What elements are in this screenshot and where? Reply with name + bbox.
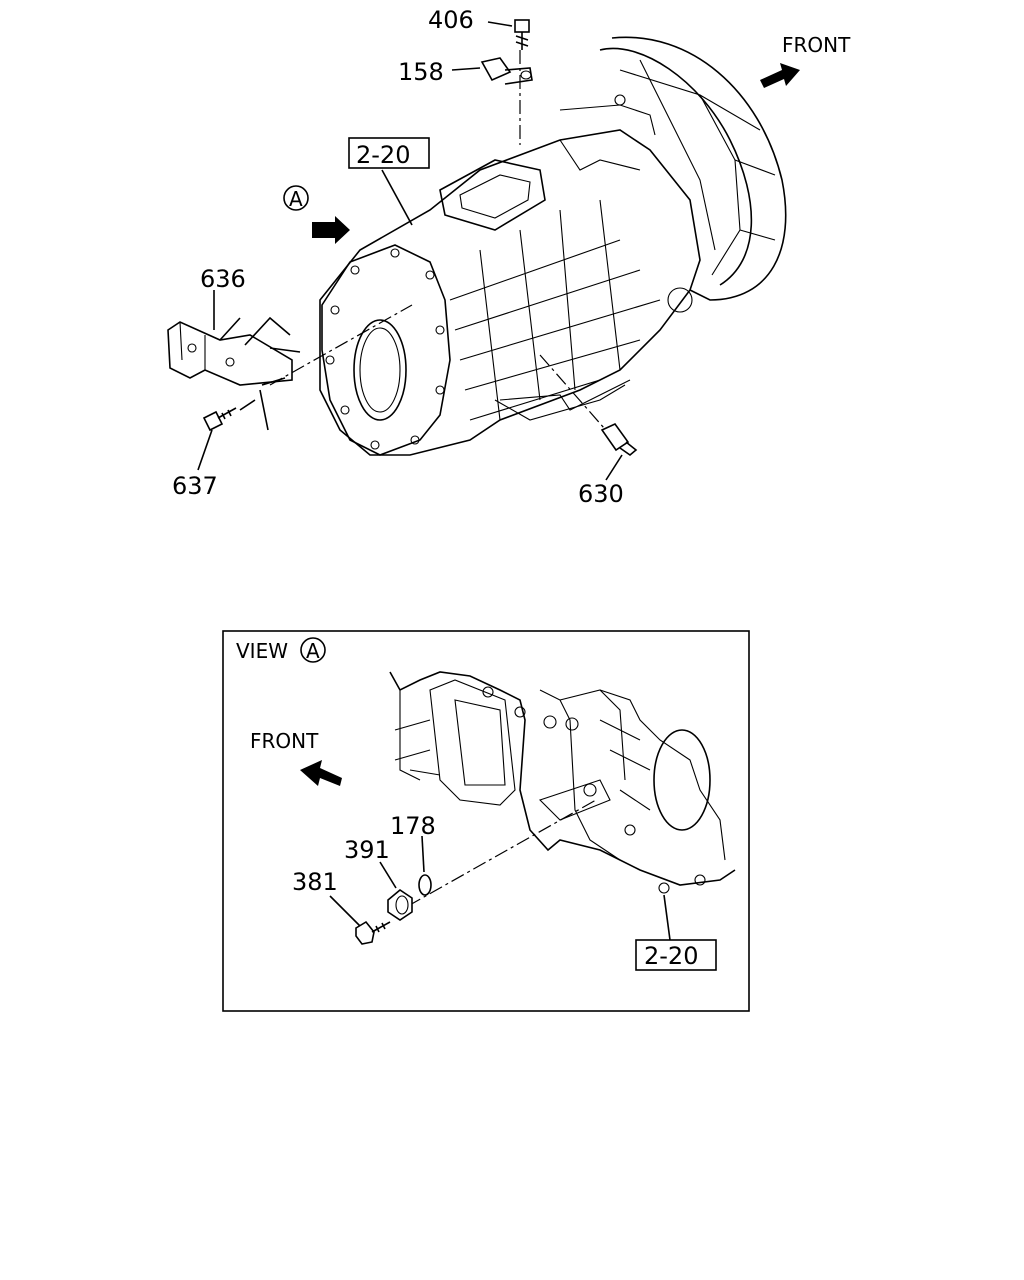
front-arrow-detail-icon [300, 760, 342, 786]
front-arrow-icon [760, 63, 800, 88]
part-637-bolt: 637 [172, 407, 237, 500]
part-381-bolt [355, 920, 375, 945]
view-direction-arrow-icon [312, 216, 350, 244]
view-a-detail: VIEW A FRONT 178 391 3 [222, 630, 750, 1012]
view-a-marker: A [283, 185, 350, 244]
callout-158: 158 [398, 58, 444, 86]
part-406-bolt: 406 [428, 6, 530, 50]
callout-391: 391 [344, 836, 390, 864]
callout-178: 178 [390, 812, 436, 840]
callout-637: 637 [172, 472, 218, 500]
reference-label-top: 2-20 [356, 141, 410, 169]
part-178-oring [418, 874, 432, 896]
view-a-frame [222, 630, 750, 1012]
view-title: VIEW [236, 639, 288, 663]
part-630-switch: 630 [539, 354, 638, 508]
reference-box-detail [635, 939, 717, 971]
callout-381: 381 [292, 868, 338, 896]
view-title-marker: A [306, 639, 320, 663]
part-158-clip: 158 [398, 50, 533, 145]
callout-630: 630 [578, 480, 624, 508]
part-636-bracket: 636 [167, 265, 413, 431]
callout-636: 636 [200, 265, 246, 293]
front-indicator-top: FRONT [760, 33, 851, 88]
front-label-detail: FRONT [250, 729, 319, 753]
callout-406: 406 [428, 6, 474, 34]
reference-box-top: 2-20 [348, 137, 430, 226]
reference-label-detail: 2-20 [644, 942, 698, 970]
front-label-top: FRONT [782, 33, 851, 57]
transmission-assembly [319, 36, 787, 456]
view-marker-letter: A [289, 187, 303, 211]
